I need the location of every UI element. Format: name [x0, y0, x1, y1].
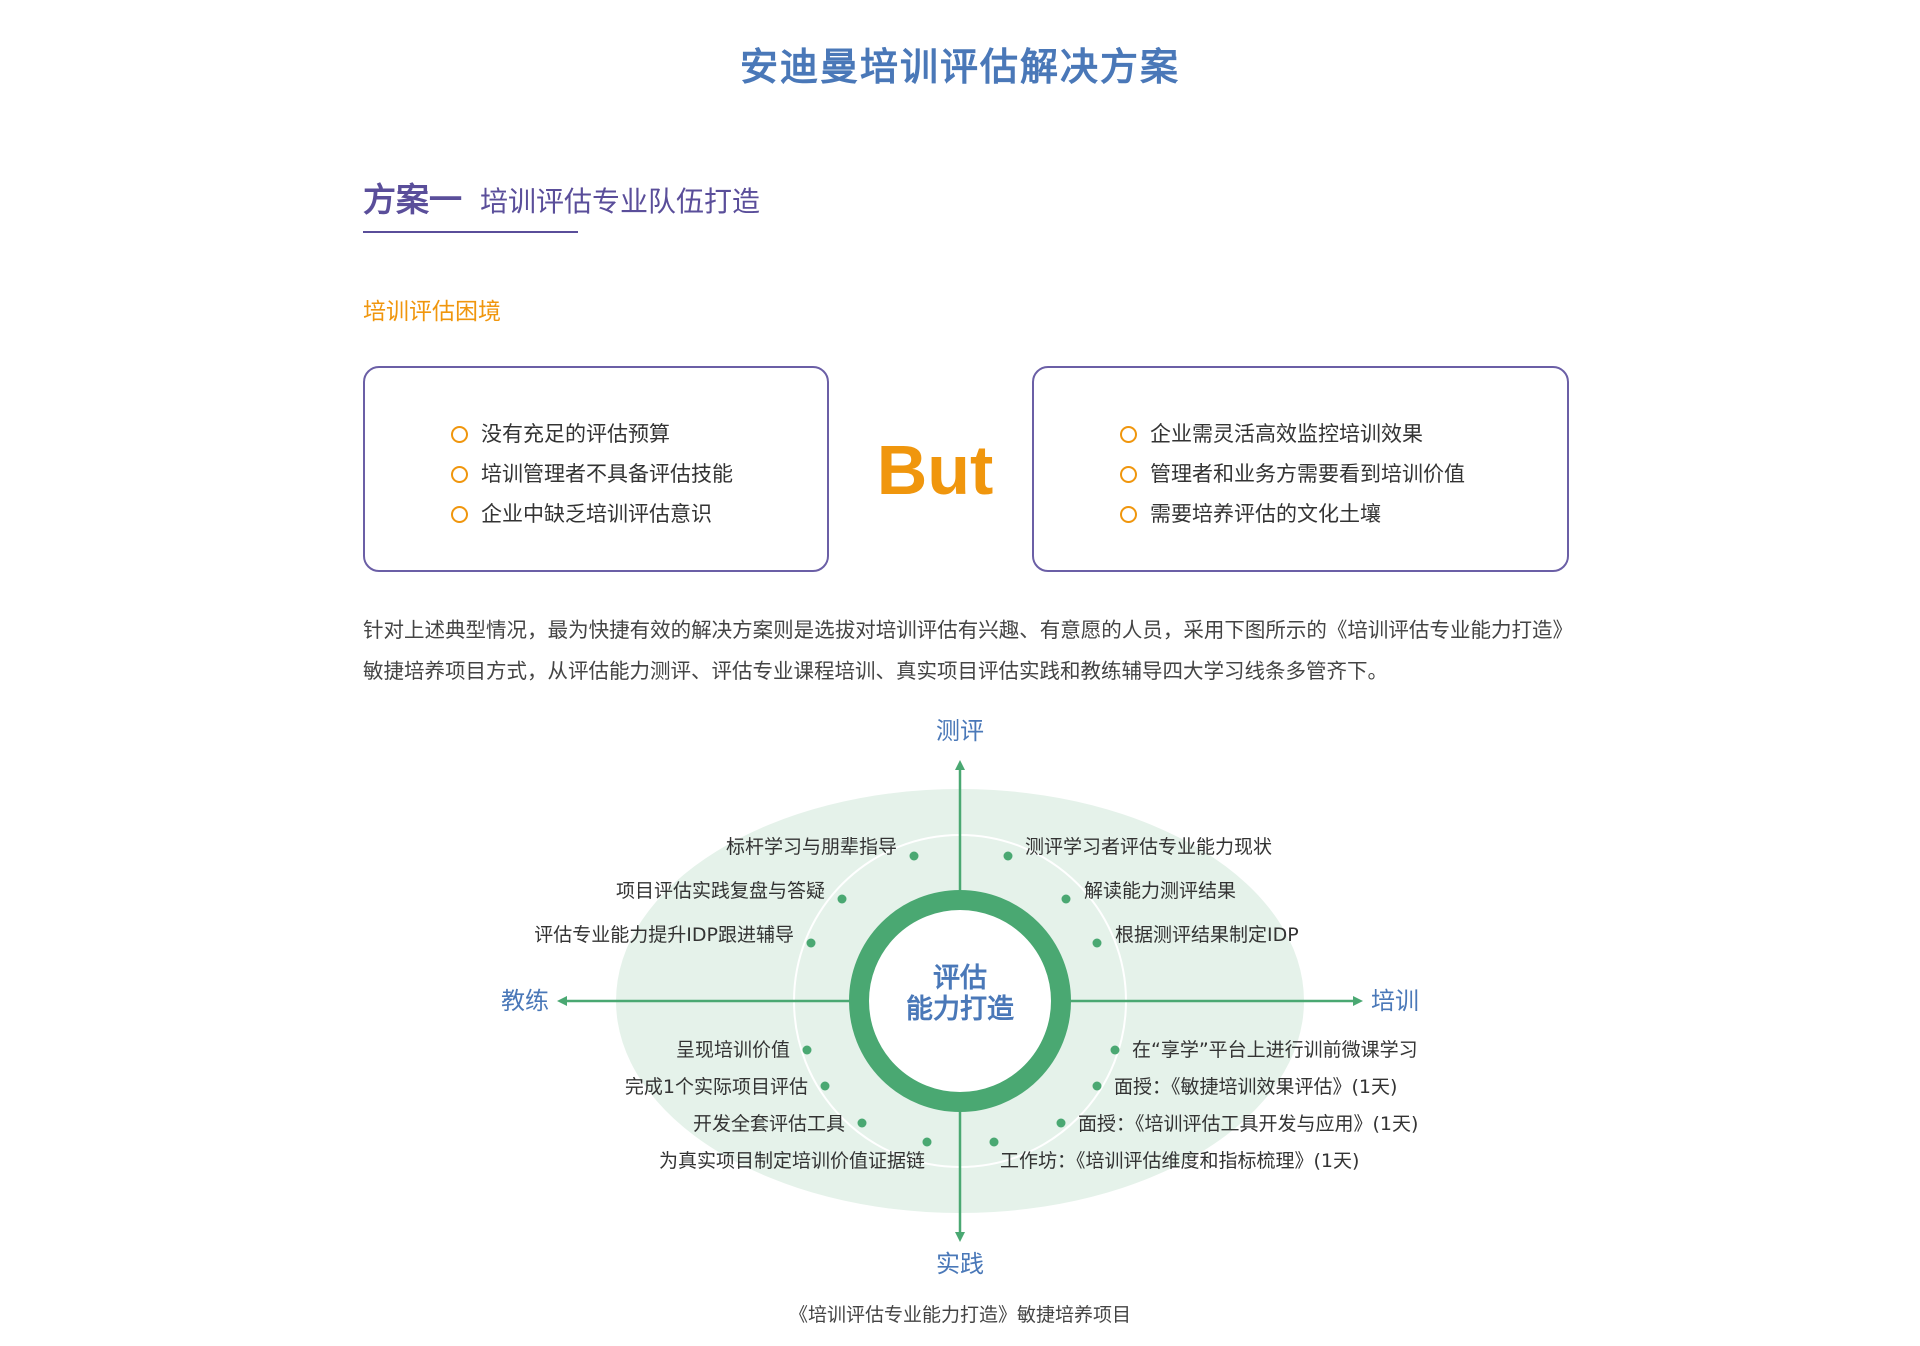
test-item: 解读能力测评结果 [1084, 880, 1236, 902]
axis-label-left: 教练 [501, 987, 549, 1015]
section-name: 培训评估专业队伍打造 [480, 185, 761, 218]
dilemma-item: 培训管理者不具备评估技能 [451, 454, 733, 494]
item-dot [1092, 938, 1102, 948]
circle-bullet-icon [451, 465, 468, 483]
circle-bullet-icon [1120, 465, 1137, 483]
training-item: 面授：《敏捷培训效果评估》(1天) [1114, 1076, 1397, 1098]
center-ring [849, 890, 1071, 1112]
dilemma-item: 没有充足的评估预算 [451, 414, 733, 454]
need-item: 需要培养评估的文化土壤 [1120, 494, 1465, 534]
subsection-title: 培训评估困境 [363, 299, 501, 325]
training-item: 面授：《培训评估工具开发与应用》(1天) [1078, 1113, 1418, 1135]
coach-item: 项目评估实践复盘与答疑 [616, 880, 825, 902]
but-word: But [876, 431, 994, 509]
section-underline [363, 231, 578, 233]
practice-item: 为真实项目制定培训价值证据链 [659, 1150, 925, 1172]
need-box: 企业需灵活高效监控培训效果 管理者和业务方需要看到培训价值 需要培养评估的文化土… [1032, 366, 1569, 572]
dilemma-box: 没有充足的评估预算 培训管理者不具备评估技能 企业中缺乏培训评估意识 [363, 366, 829, 572]
item-dot [837, 894, 847, 904]
test-item: 测评学习者评估专业能力现状 [1025, 836, 1272, 858]
need-item: 管理者和业务方需要看到培训价值 [1120, 454, 1465, 494]
section-number: 方案一 [363, 180, 462, 219]
axis-label-bottom: 实践 [936, 1250, 984, 1278]
circle-bullet-icon [1120, 505, 1137, 523]
item-dot [1061, 894, 1071, 904]
item-dot [922, 1137, 932, 1147]
axis-label-top: 测评 [936, 717, 984, 745]
item-dot [857, 1118, 867, 1128]
diagram-caption: 《培训评估专业能力打造》敏捷培养项目 [788, 1304, 1131, 1326]
item-dot [909, 851, 919, 861]
item-dot [1003, 851, 1013, 861]
item-dot [1056, 1118, 1066, 1128]
item-dot [806, 938, 816, 948]
item-dot [820, 1081, 830, 1091]
intro-paragraph: 针对上述典型情况，最为快捷有效的解决方案则是选拔对培训评估有兴趣、有意愿的人员，… [363, 618, 1573, 683]
dilemma-item: 企业中缺乏培训评估意识 [451, 494, 733, 534]
practice-item: 完成1个实际项目评估 [625, 1076, 808, 1098]
circle-bullet-icon [1120, 425, 1137, 443]
item-dot [1110, 1045, 1120, 1055]
circle-bullet-icon [451, 505, 468, 523]
practice-item: 呈现培训价值 [676, 1039, 790, 1061]
circle-bullet-icon [451, 425, 468, 443]
axis-label-right: 培训 [1371, 987, 1419, 1015]
page-title: 安迪曼培训评估解决方案 [739, 45, 1180, 89]
training-item: 在“享学”平台上进行训前微课学习 [1132, 1039, 1418, 1061]
need-item: 企业需灵活高效监控培训效果 [1120, 414, 1465, 454]
center-label-line1: 评估 [933, 963, 987, 994]
center-label-line2: 能力打造 [906, 993, 1014, 1025]
test-item: 根据测评结果制定IDP [1115, 924, 1299, 946]
training-item: 工作坊：《培训评估维度和指标梳理》(1天) [1000, 1150, 1359, 1172]
item-dot [989, 1137, 999, 1147]
item-dot [802, 1045, 812, 1055]
item-dot [1092, 1081, 1102, 1091]
coach-item: 标杆学习与朋辈指导 [726, 836, 897, 858]
capability-diagram: 评估 能力打造 测评 培训 实践 教练 测评学习者评估专业能力现状 解读能力测评… [501, 717, 1419, 1278]
coach-item: 评估专业能力提升IDP跟进辅导 [534, 924, 794, 946]
section-heading: 方案一培训评估专业队伍打造 [363, 173, 760, 221]
practice-item: 开发全套评估工具 [693, 1113, 845, 1135]
